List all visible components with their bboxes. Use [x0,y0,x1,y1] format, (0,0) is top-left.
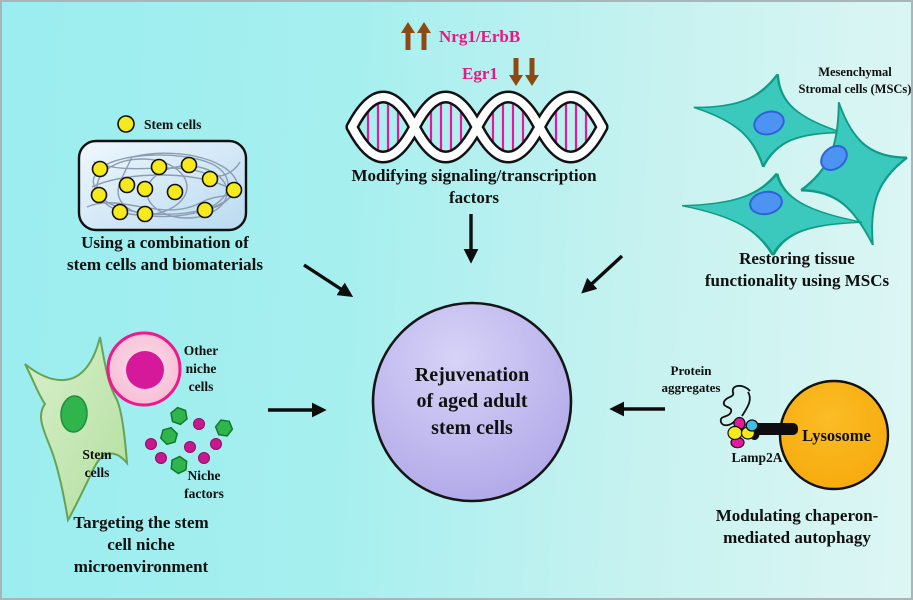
biomaterial-scaffold-icon [77,139,248,232]
niche-stem-cell-icon [24,336,129,523]
chaperone-complex-icon [727,416,798,449]
other-niche-cell-icon [106,331,182,407]
arrow-from-biomaterials-icon [303,263,354,298]
msc-caption: Restoring tissue functionality using MSC… [704,249,890,290]
stem-cells-legend-label: Stem cells [144,117,202,132]
other-niche-cells-label: Other niche cells [183,343,219,394]
biomaterials-caption: Using a combination of stem cells and bi… [67,233,263,274]
arrow-from-mscs-icon [581,254,624,294]
double-up-arrow-icon [401,22,431,50]
center-circle [371,301,573,503]
lysosome-label: Lysosome [802,426,871,445]
nrg1-erbb-label: Nrg1/ErbB [439,27,521,46]
center-circle-label: Rejuvenation of aged adult stem cells [414,364,530,439]
dna-double-helix-icon [345,90,609,164]
stem-cell-legend-dot-icon [117,115,135,133]
protein-squiggle-icon [719,384,751,427]
niche-factors-icon [145,406,234,475]
protein-aggregates-label: Protein aggregates [661,363,721,395]
signaling-caption: Modifying signaling/transcription factor… [351,166,597,207]
egr1-label: Egr1 [462,64,498,83]
double-down-arrow-icon [509,58,539,86]
niche-factors-label: Niche factors [184,468,224,501]
msc-cells-icon [676,57,911,267]
stem-cells-in-scaffold-icon [90,156,243,223]
lamp2a-label: Lamp2A [731,450,783,465]
autophagy-caption: Modulating chaperon- mediated autophagy [715,506,879,547]
msc-cells-label: Mesenchymal Stromal cells (MSCs) [798,65,912,96]
niche-caption: Targeting the stem cell niche microenvir… [73,513,209,576]
niche-stem-cell-label: Stem cells [82,447,112,480]
